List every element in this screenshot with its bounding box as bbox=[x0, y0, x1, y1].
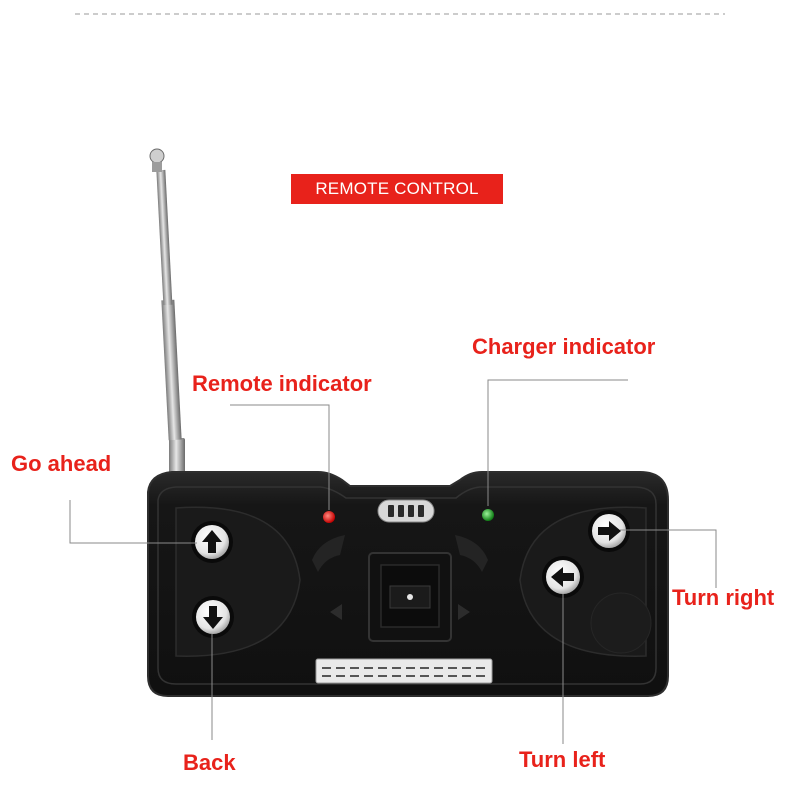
speaker-grille bbox=[315, 658, 493, 684]
callout-line-remote bbox=[230, 404, 330, 510]
callout-lines bbox=[69, 379, 717, 744]
turn-left-label: Turn left bbox=[519, 747, 606, 772]
arrow-up-icon bbox=[202, 530, 222, 553]
remote-indicator-label: Remote indicator bbox=[192, 371, 372, 396]
charger-indicator-label: Charger indicator bbox=[472, 334, 656, 359]
forward-button[interactable] bbox=[191, 521, 233, 563]
callout-line-turn-right bbox=[620, 529, 717, 588]
back-label: Back bbox=[183, 750, 236, 775]
arrow-left-icon bbox=[551, 567, 574, 587]
back-button[interactable] bbox=[192, 596, 234, 638]
go-ahead-label: Go ahead bbox=[11, 451, 112, 476]
charger-indicator-led bbox=[482, 509, 494, 521]
callout-line-go-ahead bbox=[69, 500, 197, 544]
right-button[interactable] bbox=[588, 510, 630, 552]
arrow-down-icon bbox=[203, 606, 223, 629]
left-button[interactable] bbox=[542, 556, 584, 598]
remote-control-banner: REMOTE CONTROL bbox=[291, 174, 503, 204]
center-switch bbox=[368, 552, 452, 642]
antenna bbox=[149, 148, 185, 476]
turn-right-label: Turn right bbox=[672, 585, 775, 610]
callout-line-charger bbox=[487, 379, 628, 506]
arrow-right-icon bbox=[598, 521, 621, 541]
remote-indicator-led bbox=[323, 511, 335, 523]
charging-port bbox=[377, 499, 435, 523]
